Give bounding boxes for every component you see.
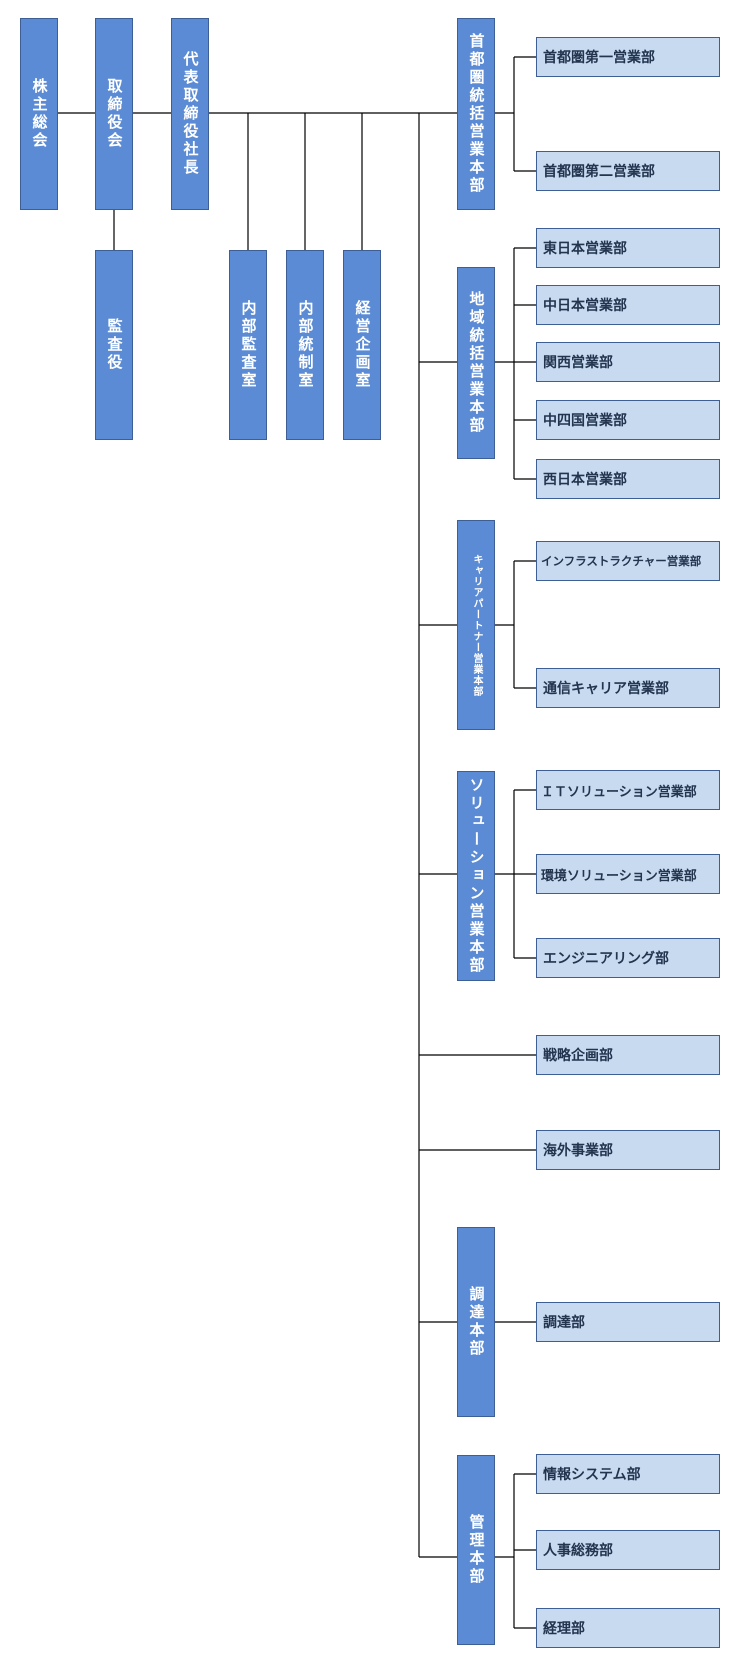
metro-sales-division-label: 首都圏統括営業本部 [467, 33, 486, 195]
kansai-sales-dept: 関西営業部 [536, 342, 720, 382]
east-japan-sales-dept: 東日本営業部 [536, 228, 720, 268]
telecom-carrier-sales-dept: 通信キャリア営業部 [536, 668, 720, 708]
internal-audit-office-box: 内部監査室 [229, 250, 267, 440]
regional-sales-division-label: 地域統括営業本部 [467, 291, 486, 435]
president-label: 代表取締役社長 [181, 51, 200, 177]
solution-sales-division-label: ソリューション営業本部 [467, 777, 486, 975]
internal-audit-office-label: 内部監査室 [239, 300, 258, 390]
internal-control-office-label: 内部統制室 [296, 300, 315, 390]
corporate-planning-office-box: 経営企画室 [343, 250, 381, 440]
infrastructure-sales-dept: インフラストラクチャー営業部 [536, 541, 720, 581]
information-systems-dept: 情報システム部 [536, 1454, 720, 1494]
board-of-directors-label: 取締役会 [105, 78, 124, 150]
auditor-box: 監査役 [95, 250, 133, 440]
regional-sales-division-box: 地域統括営業本部 [457, 267, 495, 459]
overseas-business-dept: 海外事業部 [536, 1130, 720, 1170]
it-solution-sales-dept: ＩＴソリューション営業部 [536, 770, 720, 810]
environmental-solution-sales-dept: 環境ソリューション営業部 [536, 854, 720, 894]
shareholders-meeting-box: 株主総会 [20, 18, 58, 210]
strategic-planning-dept: 戦略企画部 [536, 1035, 720, 1075]
procurement-division-label: 調達本部 [467, 1286, 486, 1358]
auditor-label: 監査役 [105, 318, 124, 372]
procurement-division-box: 調達本部 [457, 1227, 495, 1417]
president-box: 代表取締役社長 [171, 18, 209, 210]
administration-division-box: 管理本部 [457, 1455, 495, 1645]
board-of-directors-box: 取締役会 [95, 18, 133, 210]
accounting-dept: 経理部 [536, 1608, 720, 1648]
engineering-dept: エンジニアリング部 [536, 938, 720, 978]
central-japan-sales-dept: 中日本営業部 [536, 285, 720, 325]
west-japan-sales-dept: 西日本営業部 [536, 459, 720, 499]
carrier-partner-division-box: キャリアパートナー営業本部 [457, 520, 495, 730]
shareholders-meeting-label: 株主総会 [30, 78, 49, 150]
chushikoku-sales-dept: 中四国営業部 [536, 400, 720, 440]
procurement-dept: 調達部 [536, 1302, 720, 1342]
hr-general-affairs-dept: 人事総務部 [536, 1530, 720, 1570]
solution-sales-division-box: ソリューション営業本部 [457, 771, 495, 981]
metro-sales-dept-2: 首都圏第二営業部 [536, 151, 720, 191]
administration-division-label: 管理本部 [467, 1514, 486, 1586]
carrier-partner-division-label: キャリアパートナー営業本部 [471, 553, 482, 697]
metro-sales-dept-1: 首都圏第一営業部 [536, 37, 720, 77]
corporate-planning-office-label: 経営企画室 [353, 300, 372, 390]
metro-sales-division-box: 首都圏統括営業本部 [457, 18, 495, 210]
internal-control-office-box: 内部統制室 [286, 250, 324, 440]
